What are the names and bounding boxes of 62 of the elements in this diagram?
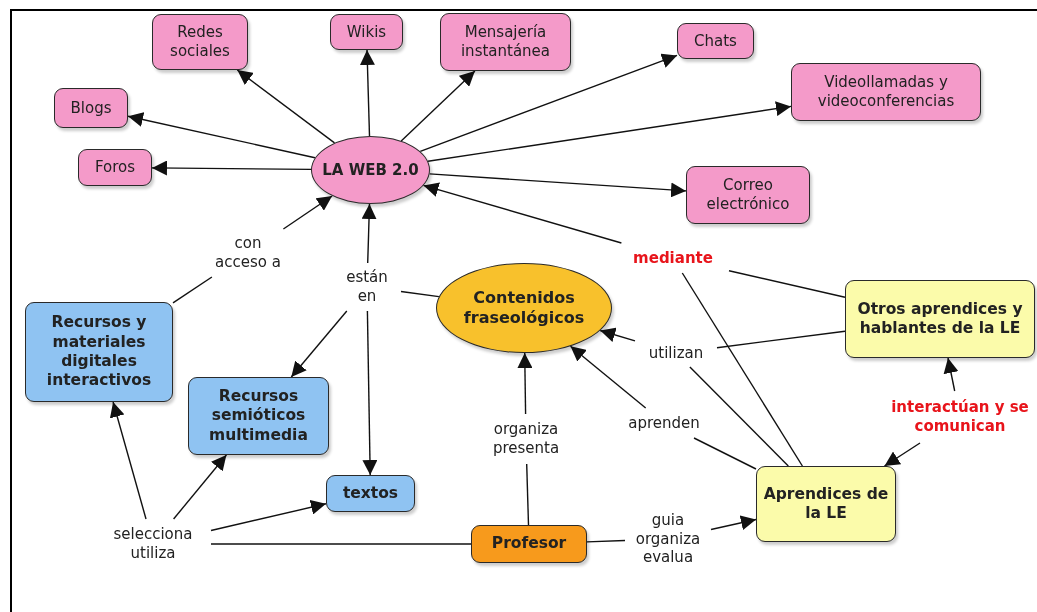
concept-label: Blogs [70,98,112,118]
concept-label: Redes sociales [169,23,231,61]
concept-label: Recursos y materiales digitales interactivos [45,313,153,391]
arrow [943,357,959,392]
arrow [210,499,327,532]
arrow [359,49,375,137]
concept-label: Contenidos fraseológicos [462,288,586,328]
concept-label: Mensajería instantánea [459,23,552,61]
linking-phrase: organiza presenta [491,420,561,458]
arrow [109,401,147,520]
arrow [883,442,921,467]
concept-box [791,63,981,121]
linking-phrase: aprenden [628,413,700,433]
arrow [517,352,533,415]
arrow [361,203,377,264]
arrow [422,182,623,244]
linking-phrase: interactúan y se comunican [890,398,1030,436]
concept-box [54,88,128,128]
concept-label: Foros [94,158,136,177]
concept-box [188,377,329,455]
arrow [236,69,336,144]
concept-label: Otros aprendices y hablantes de la LE [856,299,1024,339]
linking-phrase: mediante [633,248,713,268]
linking-phrase: están en [345,268,389,306]
concept-label: Videollamadas y videoconferencias [816,73,956,111]
concept-label: Wikis [346,22,387,42]
arrow [428,173,687,198]
arrow [282,195,333,230]
concept-box [471,525,587,563]
concept-box [686,166,810,224]
arrow [569,345,647,409]
concept-box [330,14,403,50]
linking-phrase: con acceso a [214,234,282,272]
concept-box [845,280,1035,358]
concept-label: LA WEB 2.0 [322,160,419,180]
arrow [427,101,792,162]
arrow [400,70,476,142]
arrow [419,53,678,153]
linking-phrase: guia organiza evalua [634,510,702,568]
arrow [151,160,312,176]
concept-box [25,302,173,402]
arrow [172,454,228,520]
concept-label: Aprendices de la LE [762,484,890,524]
arrow [290,310,348,378]
arrow [127,112,316,159]
arrow [710,515,757,531]
arrow [362,310,378,476]
concept-box [440,13,571,71]
concept-box [677,23,754,59]
concept-box [756,466,896,542]
linking-phrase: selecciona utiliza [112,525,194,563]
arrow [599,327,636,342]
concept-box [152,14,248,70]
concept-label: Profesor [491,534,567,554]
concept-ellipse [311,136,430,204]
concept-box [78,149,152,186]
concept-label: Correo electrónico [705,176,791,214]
concept-label: Recursos semióticos multimedia [208,386,309,446]
concept-label: Chats [694,31,737,51]
linking-phrase: utilizan [648,343,704,363]
concept-label: textos [342,483,399,504]
concept-box [326,475,415,512]
